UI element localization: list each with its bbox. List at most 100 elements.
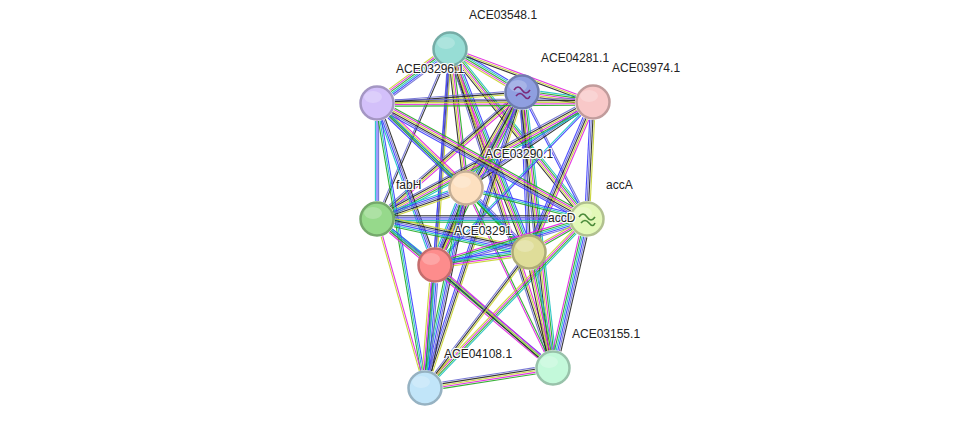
- evidence-line: [484, 191, 570, 213]
- interaction-edge: [442, 368, 535, 389]
- evidence-line: [375, 121, 376, 201]
- node-disc: [434, 33, 467, 66]
- evidence-line: [395, 222, 569, 223]
- interaction-edge: [378, 120, 423, 370]
- interaction-edge: [586, 120, 595, 201]
- protein-node: ACE03974.1: [575, 84, 611, 120]
- evidence-line: [442, 107, 513, 248]
- evidence-line: [395, 195, 450, 214]
- protein-node: ACE03290.1: [448, 170, 484, 206]
- evidence-line: [392, 114, 570, 213]
- evidence-line: [536, 269, 553, 350]
- node-circle: [504, 74, 540, 110]
- evidence-line: [395, 98, 575, 100]
- node-highlight: [574, 207, 592, 219]
- evidence-line: [443, 371, 535, 385]
- evidence-line: [391, 115, 569, 214]
- evidence-line: [392, 112, 570, 211]
- node-circle: [432, 31, 468, 67]
- evidence-line: [381, 237, 419, 371]
- node-disc: [537, 352, 570, 385]
- evidence-line: [437, 267, 519, 374]
- evidence-line: [393, 191, 448, 210]
- protein-node: ACE03296.1: [359, 85, 395, 121]
- evidence-line: [530, 270, 547, 351]
- evidence-line: [445, 109, 516, 250]
- interaction-edge: [448, 276, 541, 358]
- protein-label: ACE03548.1: [469, 8, 537, 22]
- evidence-line: [443, 108, 514, 249]
- node-highlight: [437, 37, 455, 49]
- protein-label: accA: [606, 178, 633, 192]
- evidence-line: [376, 121, 377, 201]
- node-disc: [361, 87, 394, 120]
- node-disc: [577, 86, 610, 119]
- node-circle: [448, 170, 484, 206]
- protein-label: ACE03296.1: [396, 62, 464, 76]
- evidence-line: [394, 110, 572, 209]
- structure-icon: [514, 87, 530, 99]
- node-disc: [450, 172, 483, 205]
- protein-node: fabH: [359, 201, 395, 237]
- node-circle: [359, 85, 395, 121]
- node-circle: [359, 201, 395, 237]
- node-highlight: [364, 91, 382, 103]
- evidence-line: [442, 368, 534, 382]
- protein-node: ACE03548.1: [432, 31, 468, 67]
- interaction-edge: [375, 121, 378, 201]
- interaction-edge: [393, 191, 450, 216]
- evidence-line: [449, 277, 540, 356]
- evidence-line: [435, 265, 517, 372]
- protein-label: ACE03155.1: [572, 327, 640, 341]
- evidence-line: [394, 194, 449, 213]
- node-disc: [513, 236, 546, 269]
- evidence-line: [395, 103, 575, 105]
- node-disc: [361, 203, 394, 236]
- node-circle: [535, 350, 571, 386]
- node-disc: [409, 372, 442, 405]
- evidence-line: [395, 105, 575, 107]
- node-highlight: [453, 176, 471, 188]
- node-highlight: [509, 80, 527, 92]
- protein-label: ACE03290.1: [485, 147, 553, 161]
- evidence-line: [383, 236, 421, 370]
- evidence-line: [534, 269, 551, 350]
- evidence-line: [448, 278, 539, 357]
- evidence-line: [395, 100, 575, 102]
- evidence-line: [391, 107, 575, 207]
- protein-node: ACE04108.1: [407, 370, 443, 406]
- structure-icon: [579, 214, 595, 226]
- interaction-edge: [395, 99, 575, 106]
- protein-label: ACE03974.1: [612, 61, 680, 75]
- node-disc: [419, 249, 452, 282]
- evidence-line: [395, 108, 573, 207]
- interaction-edge: [464, 55, 508, 85]
- evidence-line: [378, 121, 379, 201]
- evidence-line: [395, 218, 569, 219]
- protein-node: ACE03291: [417, 247, 453, 283]
- evidence-line: [422, 283, 429, 370]
- node-highlight: [580, 90, 598, 102]
- evidence-line: [453, 256, 511, 264]
- evidence-line: [395, 215, 569, 216]
- evidence-line: [586, 120, 590, 201]
- interaction-edge: [422, 283, 437, 371]
- evidence-line: [393, 192, 448, 211]
- protein-node: ACE03155.1: [535, 350, 571, 386]
- evidence-line: [380, 121, 422, 371]
- evidence-line: [393, 111, 571, 210]
- evidence-line: [446, 110, 517, 251]
- evidence-line: [395, 102, 575, 104]
- protein-node: ACE04281.1: [504, 74, 540, 110]
- evidence-line: [453, 258, 511, 266]
- node-disc: [571, 203, 604, 236]
- node-circle: [417, 247, 453, 283]
- protein-node: accD: [511, 234, 547, 270]
- node-circle: [407, 370, 443, 406]
- node-circle: [511, 234, 547, 270]
- interaction-edge: [391, 108, 573, 214]
- node-highlight: [540, 356, 558, 368]
- protein-label: fabH: [396, 178, 421, 192]
